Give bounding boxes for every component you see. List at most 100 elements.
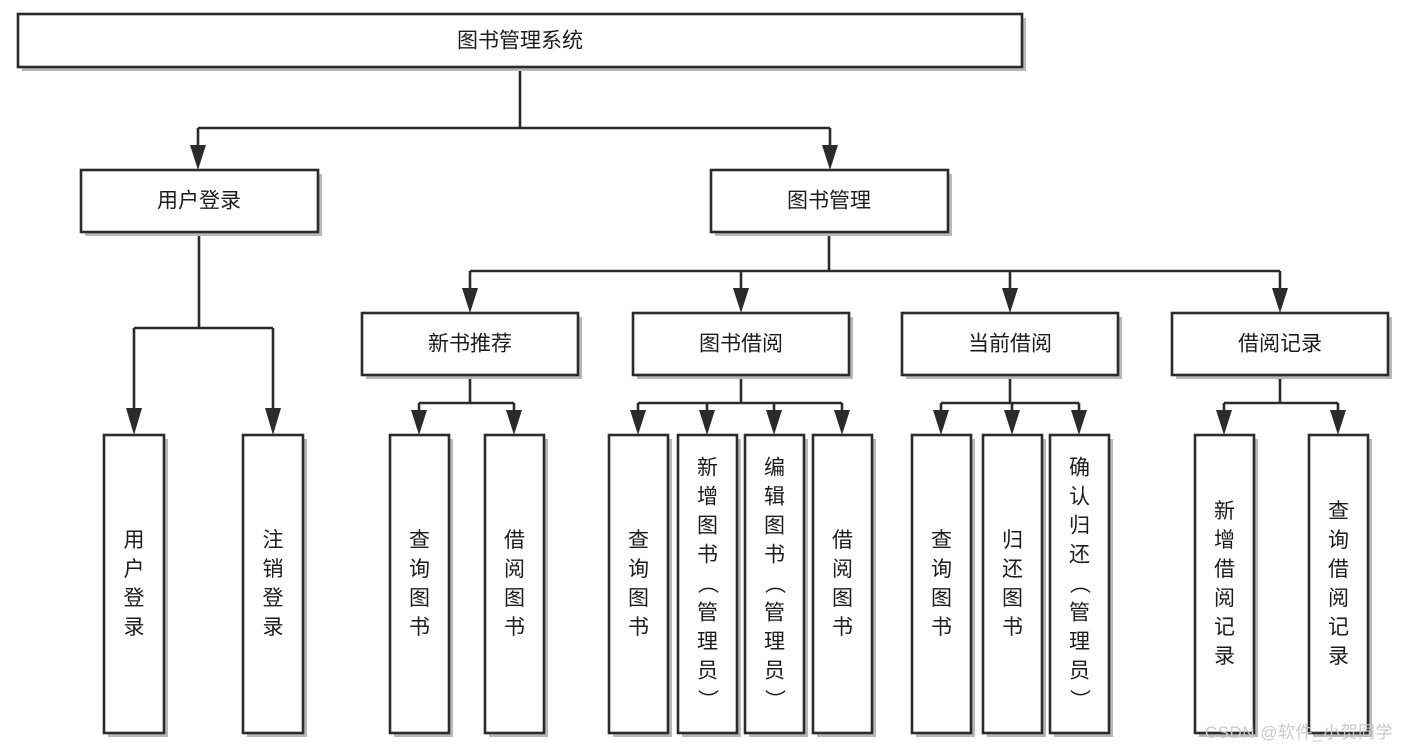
svg-text:还: 还 [1069, 544, 1090, 567]
node-box [1193, 433, 1256, 735]
node-box [743, 433, 806, 735]
node-box [79, 168, 320, 234]
node-box [811, 433, 874, 735]
svg-text:书: 书 [504, 616, 525, 639]
svg-text:新: 新 [1214, 500, 1235, 523]
arrow-head-icon [933, 410, 949, 435]
svg-text:图: 图 [931, 587, 952, 610]
svg-text:记: 记 [1328, 616, 1349, 639]
svg-text:编: 编 [764, 457, 785, 480]
svg-text:管: 管 [697, 602, 718, 625]
svg-text:）: ） [763, 689, 786, 710]
svg-text:销: 销 [263, 558, 284, 581]
arrow-head-icon [834, 410, 850, 435]
svg-text:书: 书 [409, 616, 430, 639]
svg-text:理: 理 [764, 631, 785, 654]
node-label-new-book-recommend: 新书推荐 [428, 333, 512, 356]
svg-text:询: 询 [931, 558, 952, 581]
connector-currentborrow-to-leaves [933, 375, 1087, 435]
svg-text:书: 书 [697, 544, 718, 567]
connector-layer [126, 67, 1346, 435]
svg-text:还: 还 [1002, 558, 1023, 581]
node-label-book-borrow: 图书借阅 [699, 333, 783, 356]
svg-text:辑: 辑 [764, 486, 785, 509]
svg-text:员: 员 [1069, 660, 1090, 683]
svg-text:理: 理 [697, 631, 718, 654]
svg-text:管: 管 [1069, 602, 1090, 625]
node-box [910, 433, 973, 735]
arrow-head-icon [1272, 288, 1288, 313]
node-box [981, 433, 1044, 735]
node-new-book-recommend[interactable]: 新书推荐 [360, 311, 582, 379]
node-user-login[interactable]: 用户登录 [79, 168, 322, 236]
node-label-current-borrow: 当前借阅 [968, 333, 1052, 356]
arrow-head-icon [506, 410, 522, 435]
svg-text:录: 录 [1328, 645, 1349, 668]
node-label-user-login: 用户登录 [157, 190, 241, 213]
svg-text:图: 图 [504, 587, 525, 610]
connector-userlogin-to-leaves [126, 232, 281, 435]
svg-text:借: 借 [504, 529, 525, 552]
node-book-manage[interactable]: 图书管理 [709, 168, 952, 236]
svg-text:增: 增 [1214, 529, 1235, 552]
svg-text:归: 归 [1069, 515, 1090, 538]
node-box [607, 433, 670, 735]
node-box [676, 433, 739, 735]
svg-text:查: 查 [409, 529, 430, 552]
svg-text:注: 注 [263, 529, 284, 552]
node-box [1048, 433, 1111, 735]
arrow-head-icon [462, 288, 478, 313]
svg-text:图: 图 [832, 587, 853, 610]
svg-text:（: （ [1068, 573, 1091, 594]
arrow-head-icon [1004, 410, 1020, 435]
node-label-root: 图书管理系统 [457, 30, 583, 53]
connector-bookborrow-to-leaves [630, 375, 850, 435]
svg-text:确: 确 [1069, 457, 1090, 480]
svg-text:员: 员 [697, 660, 718, 683]
svg-text:录: 录 [124, 616, 145, 639]
leaf-node[interactable]: 用户登录 [102, 433, 168, 737]
svg-text:管: 管 [764, 602, 785, 625]
node-box [709, 168, 950, 234]
leaf-layer: 用户登录注销登录查询图书借阅图书查询图书新增图书（管理员）编辑图书（管理员）借阅… [102, 433, 1372, 737]
node-current-borrow[interactable]: 当前借阅 [900, 311, 1122, 379]
arrow-head-icon [190, 145, 206, 170]
arrow-head-icon [766, 410, 782, 435]
svg-text:借: 借 [1328, 558, 1349, 581]
svg-text:查: 查 [628, 529, 649, 552]
node-root[interactable]: 图书管理系统 [16, 12, 1026, 71]
node-borrow-record[interactable]: 借阅记录 [1170, 311, 1392, 379]
svg-text:归: 归 [1002, 529, 1023, 552]
svg-text:阅: 阅 [1214, 587, 1235, 610]
connector-bookmanage-to-level2 [462, 232, 1288, 313]
svg-text:借: 借 [832, 529, 853, 552]
svg-text:阅: 阅 [504, 558, 525, 581]
node-box [631, 311, 851, 377]
svg-text:询: 询 [409, 558, 430, 581]
svg-text:询: 询 [628, 558, 649, 581]
svg-text:（: （ [763, 573, 786, 594]
leaf-node-label: 用户登录 [124, 529, 145, 639]
node-book-borrow[interactable]: 图书借阅 [631, 311, 853, 379]
connector-newbook-to-leaves [411, 375, 522, 435]
svg-text:阅: 阅 [1328, 587, 1349, 610]
svg-text:书: 书 [1002, 616, 1023, 639]
